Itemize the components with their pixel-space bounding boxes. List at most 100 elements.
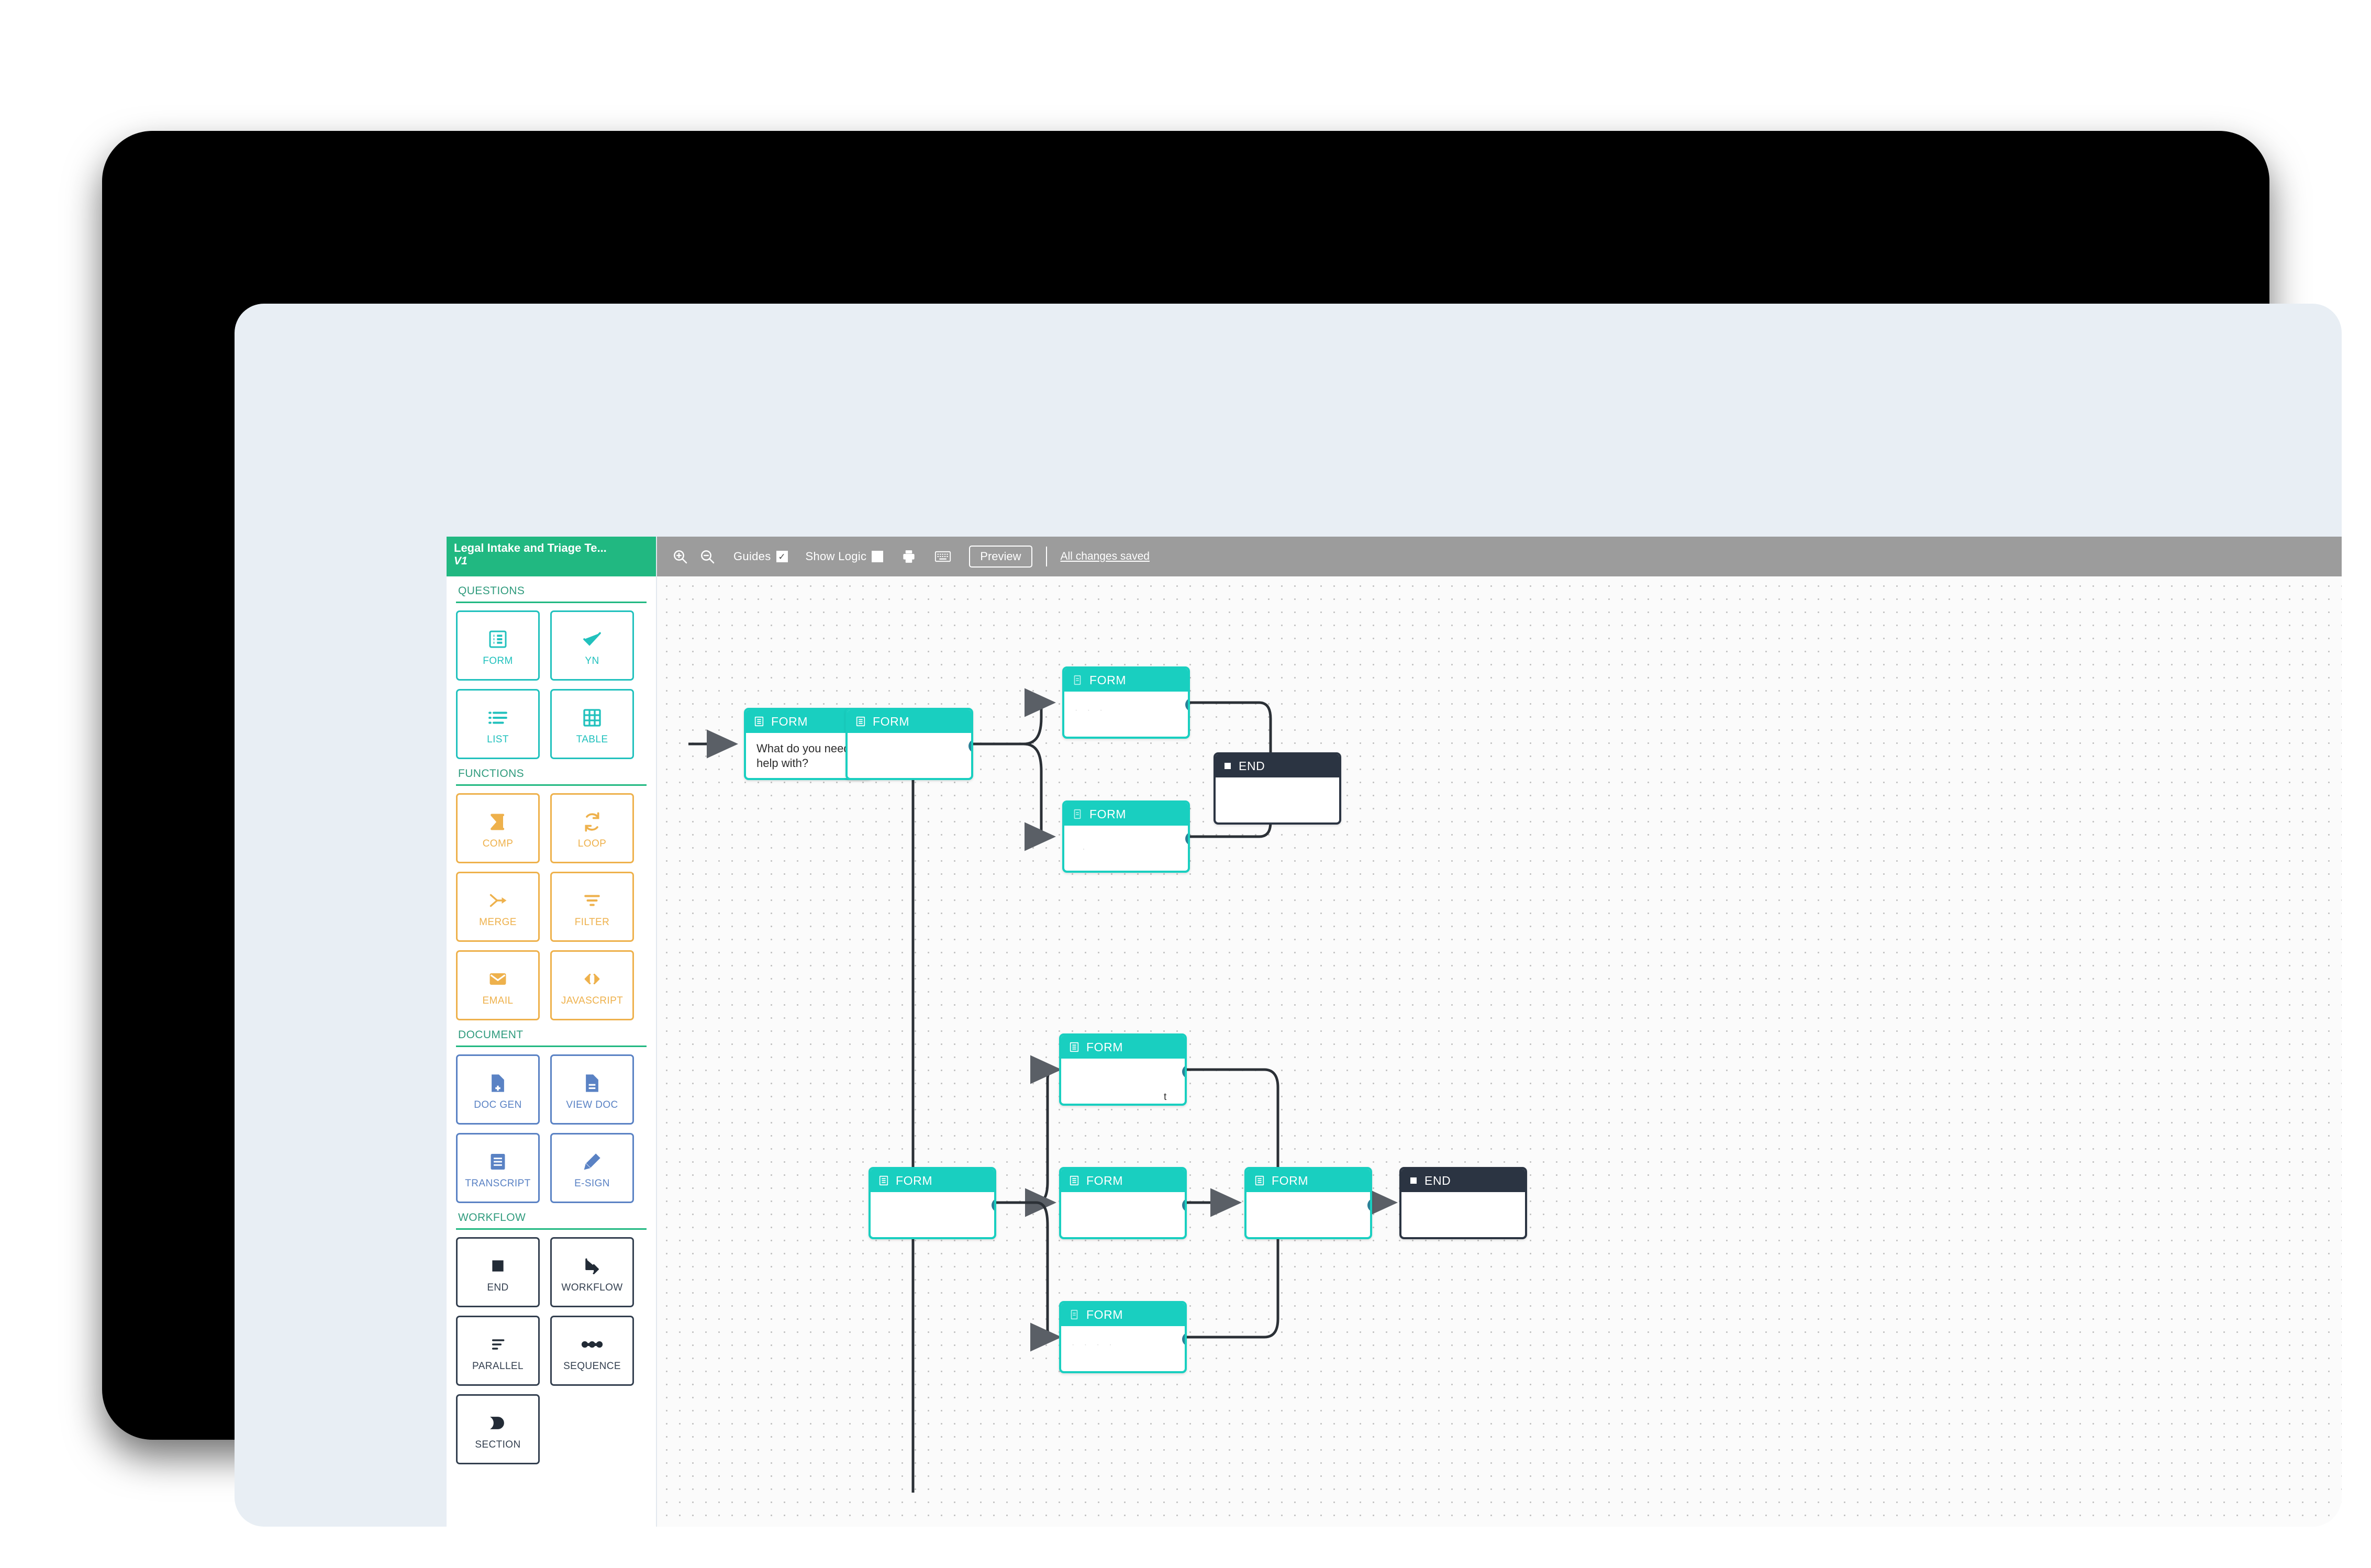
guides-checkbox[interactable]: ✓ [776, 551, 788, 562]
numbered-list-icon [487, 703, 509, 733]
stop-square-icon [1225, 763, 1231, 769]
form-list-icon [1074, 809, 1081, 819]
sequence-dots-icon [581, 1329, 603, 1360]
palette-sidebar: Legal Intake and Triage Te... V1 QUESTIO… [447, 537, 657, 1527]
palette-tile-label: TRANSCRIPT [465, 1178, 531, 1189]
show-logic-checkbox[interactable] [872, 551, 884, 562]
guides-toggle[interactable]: Guides ✓ [733, 550, 788, 563]
form-list-icon [856, 716, 865, 727]
guides-label: Guides [733, 550, 771, 563]
zoom-out-icon[interactable] [699, 548, 716, 565]
group-label-document: DOCUMENT [458, 1029, 524, 1041]
form-list-icon [1255, 1175, 1264, 1186]
show-logic-toggle[interactable]: Show Logic [806, 550, 884, 563]
node-type-label: FORM [896, 1173, 933, 1187]
palette-tile-view-doc[interactable]: VIEW DOC [550, 1054, 634, 1125]
form-list-icon [1070, 1042, 1079, 1052]
node-output-port[interactable] [992, 1198, 994, 1212]
form-list-icon [1070, 1175, 1079, 1186]
node-header: FORM [1061, 1169, 1185, 1192]
palette-tile-form[interactable]: FORM [456, 610, 540, 681]
keyboard-icon[interactable] [934, 550, 951, 563]
node-body-text: · [1082, 843, 1085, 854]
tablet-screen: Legal Intake and Triage Te... V1 QUESTIO… [235, 304, 2342, 1527]
node-output-port[interactable] [1182, 1065, 1185, 1078]
palette-group-questions: QUESTIONS F [447, 576, 656, 759]
stop-square-icon [1410, 1177, 1417, 1184]
flow-node-form[interactable]: FORM · · · · [1059, 1301, 1187, 1373]
node-body-text: What do you need help with? [756, 742, 850, 770]
palette-tile-doc-gen[interactable]: DOC GEN [456, 1054, 540, 1125]
node-body-text [1246, 1192, 1370, 1200]
flow-node-form[interactable]: FORM [869, 1167, 996, 1239]
workflow-builder-window: Legal Intake and Triage Te... V1 QUESTIO… [447, 537, 2342, 1527]
palette-tile-javascript[interactable]: JAVASCRIPT [550, 950, 634, 1020]
node-output-port[interactable] [969, 739, 971, 753]
palette-tile-merge[interactable]: MERGE [456, 872, 540, 942]
flow-node-form[interactable]: FORM t [1059, 1033, 1187, 1106]
palette-tile-list[interactable]: LIST [456, 689, 540, 759]
palette-tile-transcript[interactable]: TRANSCRIPT [456, 1133, 540, 1203]
palette-tile-table[interactable]: TABLE [550, 689, 634, 759]
check-icon [581, 624, 604, 654]
node-type-label: FORM [1086, 1173, 1123, 1187]
tablet-device-frame: Legal Intake and Triage Te... V1 QUESTIO… [102, 131, 2342, 1527]
node-body-text [871, 1192, 994, 1200]
node-output-port[interactable] [1182, 1332, 1185, 1346]
palette-tile-label: SECTION [475, 1439, 521, 1450]
flow-node-form[interactable]: FORM [1059, 1167, 1187, 1239]
project-version: V1 [454, 555, 467, 567]
palette-tile-parallel[interactable]: PARALLEL [456, 1316, 540, 1386]
pencil-icon [582, 1147, 602, 1177]
flow-node-form[interactable]: FORM · · · [1062, 666, 1190, 739]
sigma-icon [487, 807, 508, 837]
node-header: END [1216, 754, 1339, 777]
palette-tile-email[interactable]: EMAIL [456, 950, 540, 1020]
palette-tile-e-sign[interactable]: E-SIGN [550, 1133, 634, 1203]
palette-tile-label: LOOP [577, 838, 607, 849]
node-body-text [1061, 1192, 1185, 1200]
palette-tile-label: TABLE [576, 734, 608, 745]
palette-tile-label: E-SIGN [574, 1178, 610, 1189]
node-body-text: · · · [1075, 706, 1106, 715]
flow-node-form[interactable]: FORM [1244, 1167, 1372, 1239]
save-status-link[interactable]: All changes saved [1060, 550, 1150, 562]
toolbar-divider [1045, 547, 1047, 566]
node-type-label: FORM [873, 714, 910, 728]
node-body-text [1401, 1192, 1525, 1200]
palette-tile-label: VIEW DOC [566, 1099, 618, 1110]
node-type-label: FORM [1272, 1173, 1309, 1187]
table-grid-icon [582, 703, 603, 733]
node-output-port[interactable] [1367, 1198, 1370, 1212]
printer-icon[interactable] [901, 549, 917, 564]
palette-tile-end[interactable]: END [456, 1237, 540, 1307]
palette-group-document: DOCUMENT DOC GEN [447, 1020, 656, 1203]
palette-tile-comp[interactable]: COMP [456, 793, 540, 863]
palette-tile-filter[interactable]: FILTER [550, 872, 634, 942]
envelope-icon [487, 964, 509, 994]
palette-tile-loop[interactable]: LOOP [550, 793, 634, 863]
zoom-in-icon[interactable] [672, 548, 688, 565]
palette-tile-section[interactable]: SECTION [456, 1394, 540, 1464]
flow-node-form[interactable]: FORM · [1062, 800, 1190, 873]
node-output-port[interactable] [1182, 1198, 1185, 1212]
flow-node-end[interactable]: END [1214, 752, 1341, 825]
palette-tile-sequence[interactable]: SEQUENCE [550, 1316, 634, 1386]
node-header: FORM [1064, 669, 1188, 692]
node-body-text [848, 733, 971, 741]
group-divider [456, 784, 647, 786]
flow-node-form[interactable]: FORM [845, 708, 973, 780]
node-type-label: FORM [1086, 1307, 1123, 1321]
group-label-functions: FUNCTIONS [458, 768, 525, 780]
palette-tile-label: MERGE [479, 917, 517, 928]
palette-tile-label: YN [585, 655, 599, 666]
palette-tile-yn[interactable]: YN [550, 610, 634, 681]
palette-tile-workflow[interactable]: WORKFLOW [550, 1237, 634, 1307]
palette-tile-label: EMAIL [482, 995, 514, 1006]
flow-node-end[interactable]: END [1399, 1167, 1527, 1239]
preview-button[interactable]: Preview [969, 546, 1032, 568]
node-header: FORM [1246, 1169, 1370, 1192]
node-output-port[interactable] [1185, 832, 1188, 846]
flow-canvas[interactable]: FORM What do you need help with? FORM [657, 576, 2342, 1527]
node-output-port[interactable] [1185, 698, 1188, 711]
